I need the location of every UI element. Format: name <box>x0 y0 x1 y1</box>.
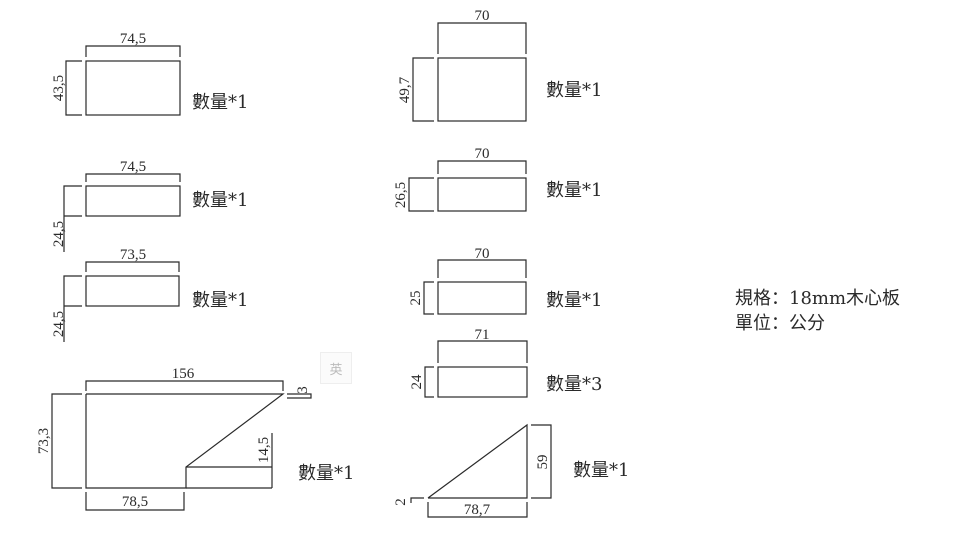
part-3: 73,5 24,5 數量*1 <box>51 247 248 342</box>
part-5-height: 49,7 <box>397 76 413 103</box>
part-4-top-width: 156 <box>172 366 195 382</box>
material-spec: 規格：18mm木心板 <box>735 288 901 309</box>
part-4-height: 73,3 <box>36 428 52 454</box>
part-4-quantity: 數量*1 <box>298 463 354 484</box>
part-8: 71 24 數量*3 <box>409 327 602 398</box>
part-3-quantity: 數量*1 <box>192 290 248 311</box>
part-2-width: 74,5 <box>120 159 146 175</box>
part-1-height: 43,5 <box>51 75 67 101</box>
part-7: 70 25 數量*1 <box>408 246 602 315</box>
part-9-quantity: 數量*1 <box>573 460 629 481</box>
part-7-width: 70 <box>475 246 490 262</box>
part-6-height: 26,5 <box>393 182 409 208</box>
part-8-quantity: 數量*3 <box>546 374 602 395</box>
part-2-quantity: 數量*1 <box>192 190 248 211</box>
part-2-height: 24,5 <box>51 221 67 247</box>
part-2: 74,5 24,5 數量*1 <box>51 159 248 252</box>
part-5-quantity: 數量*1 <box>546 80 602 101</box>
part-4-bottom-width: 78,5 <box>122 494 148 510</box>
part-6-width: 70 <box>475 146 490 162</box>
unit-spec: 單位：公分 <box>735 313 825 334</box>
part-1-width: 74,5 <box>120 31 146 47</box>
part-1: 74,5 43,5 數量*1 <box>51 31 248 116</box>
spec-notes: 規格：18mm木心板 單位：公分 <box>735 286 900 336</box>
part-1-quantity: 數量*1 <box>192 92 248 113</box>
part-8-height: 24 <box>409 374 425 390</box>
part-9-height: 59 <box>535 455 551 470</box>
part-9-width: 78,7 <box>464 502 491 518</box>
ime-language-badge[interactable]: 英 <box>320 352 352 384</box>
part-9: 78,7 59 2 數量*1 <box>393 423 629 518</box>
part-4-notch-height: 14,5 <box>256 437 272 463</box>
part-4: 156 73,3 78,5 14,5 3 數量*1 <box>36 366 354 511</box>
part-8-width: 71 <box>475 327 490 343</box>
part-7-height: 25 <box>408 291 424 306</box>
part-4-offset: 3 <box>295 386 311 394</box>
part-3-height: 24,5 <box>51 311 67 337</box>
part-6: 70 26,5 數量*1 <box>393 146 602 212</box>
part-5-width: 70 <box>475 8 490 24</box>
part-5: 70 49,7 數量*1 <box>397 8 602 122</box>
part-7-quantity: 數量*1 <box>546 290 602 311</box>
part-3-width: 73,5 <box>120 247 146 263</box>
part-6-quantity: 數量*1 <box>546 180 602 201</box>
part-9-offset: 2 <box>393 498 409 506</box>
